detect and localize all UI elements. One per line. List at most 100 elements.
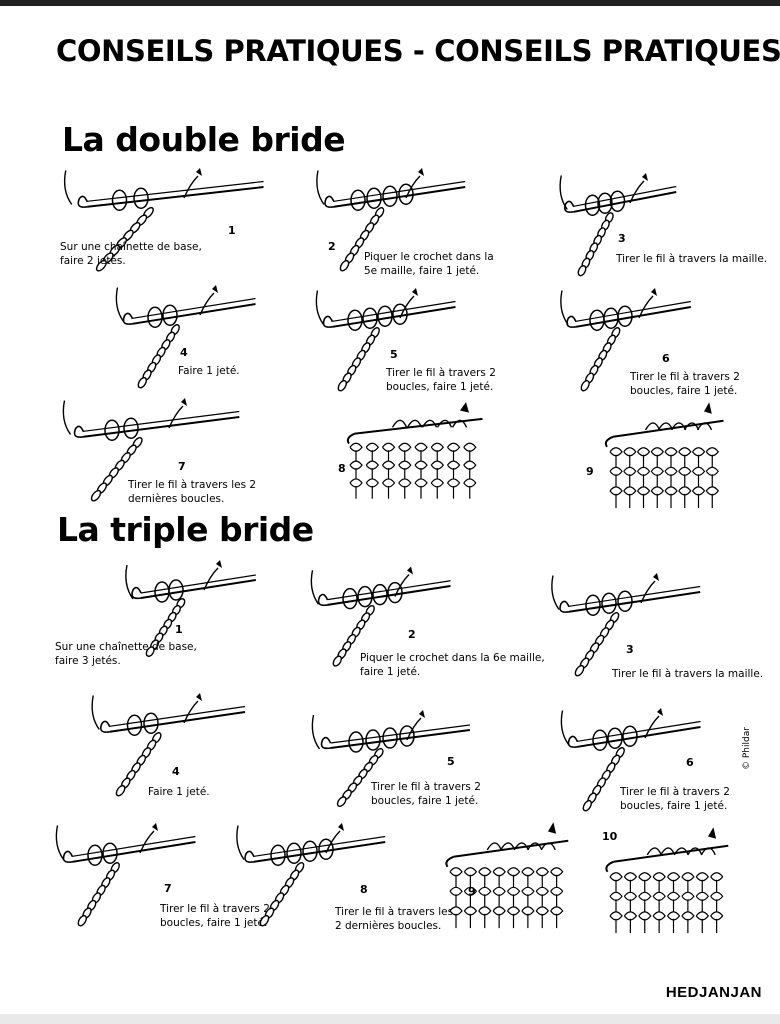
double-bride-step-5-number: 5 [390, 348, 398, 361]
double-bride-step-2-caption: Piquer le crochet dans la 5e maille, fair… [364, 250, 494, 278]
triple-bride-step-10-number: 10 [602, 830, 618, 843]
caption-line: 2 dernières boucles. [335, 920, 442, 932]
triple-bride-step-5-caption: Tirer le fil à travers 2 boucles, faire 1… [371, 780, 481, 808]
crochet-diagram [311, 710, 471, 807]
double-bride-step-7-caption: Tirer le fil à travers les 2 dernières bo… [128, 478, 256, 506]
caption-line: Faire 1 jeté. [148, 786, 210, 798]
caption-line: Piquer le crochet dans la [364, 251, 494, 263]
triple-bride-step-3-number: 3 [626, 643, 634, 656]
caption-line: faire 2 jetés. [60, 255, 126, 267]
triple-bride-step-8-caption: Tirer le fil à travers les 2 dernières bo… [335, 905, 453, 933]
double-bride-step-7-number: 7 [178, 460, 186, 473]
triple-bride-step-7-illustration [50, 820, 200, 930]
caption-line: boucles, faire 1 jeté. [630, 385, 738, 397]
section-title-triple-bride: La triple bride [57, 510, 314, 549]
watermark-text: HEDJANJAN [665, 984, 762, 1001]
triple-bride-step-9-number: 9 [468, 885, 476, 898]
caption-line: boucles, faire 1 jeté. [160, 917, 268, 929]
triple-bride-step-3-caption: Tirer le fil à travers la maille. [612, 667, 763, 681]
scan-bottom-edge [0, 1014, 780, 1024]
caption-line: Tirer le fil à travers 2 [386, 367, 496, 379]
triple-bride-step-4-illustration [85, 690, 250, 800]
triple-bride-step-2-caption: Piquer le crochet dans la 6e maille, fair… [360, 651, 545, 679]
triple-bride-step-3-illustration [545, 570, 705, 680]
caption-line: Piquer le crochet dans la 6e maille, [360, 652, 545, 664]
scan-top-edge [0, 0, 780, 6]
double-bride-step-1-caption: Sur une chaînette de base, faire 2 jetés. [60, 240, 202, 268]
crochet-diagram [125, 560, 256, 657]
crochet-diagram [316, 168, 466, 272]
caption-line: 5e maille, faire 1 jeté. [364, 265, 480, 277]
triple-bride-step-1-illustration [120, 560, 260, 660]
caption-line: Sur une chaînette de base, [60, 241, 202, 253]
double-bride-step-9-number: 9 [586, 465, 594, 478]
caption-line: boucles, faire 1 jeté. [371, 795, 479, 807]
double-bride-step-4-illustration [110, 282, 260, 392]
caption-line: faire 3 jetés. [55, 655, 121, 667]
triple-bride-step-2-number: 2 [408, 628, 416, 641]
crochet-diagram [310, 566, 451, 667]
triple-bride-step-8-illustration [230, 820, 390, 930]
crochet-diagram [115, 285, 256, 389]
triple-bride-step-5-illustration [305, 710, 475, 810]
triple-bride-step-4-caption: Faire 1 jeté. [148, 785, 210, 799]
double-bride-step-9-illustration [600, 400, 730, 515]
crochet-diagram [315, 288, 456, 392]
page-header: CONSEILS PRATIQUES - CONSEILS PRATIQUES [56, 34, 780, 68]
caption-line: Sur une chaînette de base, [55, 641, 197, 653]
crochet-diagram [91, 693, 246, 797]
double-bride-step-4-number: 4 [180, 346, 188, 359]
double-bride-step-5-illustration [310, 285, 460, 395]
double-bride-step-2-number: 2 [328, 240, 336, 253]
double-bride-step-2-illustration [310, 165, 470, 275]
crochet-diagram [445, 822, 569, 929]
caption-line: Tirer le fil à travers la maille. [612, 668, 764, 680]
caption-line: Tirer le fil à travers la maille. [616, 253, 768, 265]
caption-line: Tirer le fil à travers 2 [620, 786, 730, 798]
triple-bride-step-9-illustration [440, 820, 575, 935]
caption-line: Tirer le fil à travers 2 [371, 781, 481, 793]
double-bride-step-1-illustration [55, 165, 270, 275]
triple-bride-step-2-illustration [305, 565, 455, 670]
crochet-diagram [605, 827, 729, 934]
caption-line: Tirer le fil à travers 2 [160, 903, 270, 915]
crochet-diagram [560, 288, 691, 392]
double-bride-step-8-number: 8 [338, 462, 346, 475]
copyright-text: © Phildar [742, 727, 752, 770]
double-bride-step-1-number: 1 [228, 224, 236, 237]
triple-bride-step-7-caption: Tirer le fil à travers 2 boucles, faire 1… [160, 902, 270, 930]
caption-line: Faire 1 jeté. [178, 365, 240, 377]
double-bride-step-8-illustration [340, 400, 490, 505]
section-title-double-bride: La double bride [62, 120, 346, 159]
crochet-diagram [62, 398, 240, 502]
double-bride-step-3-number: 3 [618, 232, 626, 245]
triple-bride-step-10-illustration [600, 825, 735, 940]
double-bride-step-6-illustration [555, 285, 695, 395]
crochet-diagram [604, 402, 724, 509]
triple-bride-step-4-number: 4 [172, 765, 180, 778]
triple-bride-step-7-number: 7 [164, 882, 172, 895]
crochet-diagram [346, 402, 483, 499]
triple-bride-step-1-number: 1 [175, 623, 183, 636]
double-bride-step-3-illustration [555, 170, 680, 280]
triple-bride-step-1-caption: Sur une chaînette de base, faire 3 jetés. [55, 640, 197, 668]
double-bride-step-3-caption: Tirer le fil à travers la maille. [616, 252, 767, 266]
caption-line: faire 1 jeté. [360, 666, 421, 678]
double-bride-step-7-illustration [55, 395, 245, 505]
triple-bride-step-6-illustration [555, 705, 705, 815]
double-bride-step-4-caption: Faire 1 jeté. [178, 364, 240, 378]
double-bride-step-6-number: 6 [662, 352, 670, 365]
double-bride-step-6-caption: Tirer le fil à travers 2 boucles, faire 1… [630, 370, 740, 398]
triple-bride-step-5-number: 5 [447, 755, 455, 768]
crochet-diagram [551, 573, 701, 677]
caption-line: Tirer le fil à travers 2 [630, 371, 740, 383]
caption-line: Tirer le fil à travers les 2 [128, 479, 257, 491]
triple-bride-step-8-number: 8 [360, 883, 368, 896]
caption-line: Tirer le fil à travers les [335, 906, 454, 918]
caption-line: dernières boucles. [128, 493, 225, 505]
triple-bride-step-6-number: 6 [686, 756, 694, 769]
crochet-diagram [560, 708, 701, 812]
